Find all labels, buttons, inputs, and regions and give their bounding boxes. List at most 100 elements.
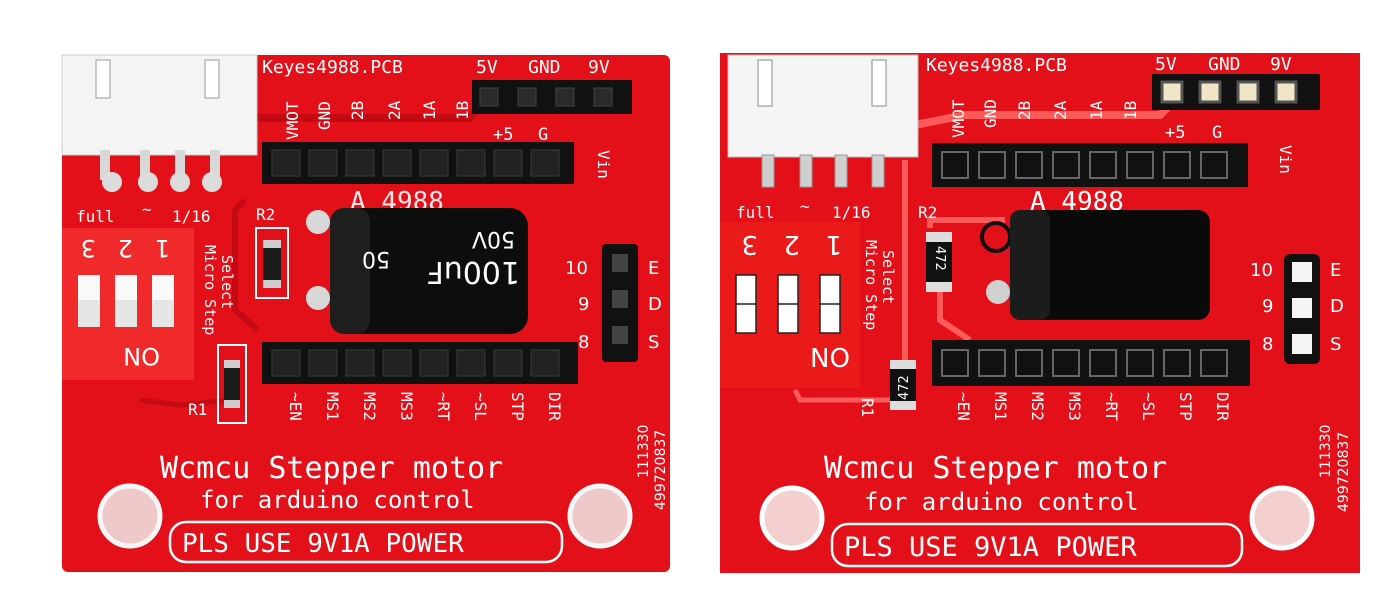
mounting-hole-right — [1249, 485, 1315, 551]
board-photo: Keyes4988.PCB 5V GND 9V VMOT GND 2B 2A 1… — [0, 0, 690, 609]
pin-label-sl: ~SL — [1139, 392, 1158, 421]
pin-label-1a: 1A — [420, 100, 439, 120]
pin-label-2a: 2A — [1051, 100, 1070, 120]
power-header — [1152, 74, 1320, 110]
pin-label-1b: 1B — [1121, 101, 1140, 120]
right-pin-header — [1284, 254, 1320, 364]
pin-label-vmot: VMOT — [283, 101, 302, 140]
pin-label-en: ~EN — [286, 392, 305, 421]
pin-label-2a: 2A — [385, 100, 404, 120]
switch-on-label: ON — [123, 342, 160, 370]
pin-label-ms3: MS3 — [397, 392, 416, 421]
pin-label-rt: ~RT — [434, 392, 453, 421]
pcb-trace — [937, 290, 972, 343]
right-pin-letter-e: E — [1330, 260, 1341, 281]
right-pin-number-8: 8 — [1262, 334, 1273, 355]
board-title: Wcmcu Stepper motor — [160, 451, 503, 486]
resistor-r1 — [890, 360, 916, 410]
board-title: Wcmcu Stepper motor — [824, 451, 1167, 486]
power-label-9v: 9V — [588, 57, 610, 78]
right-pin-letter-d: D — [1330, 296, 1344, 317]
right-pin-letter-d: D — [648, 294, 662, 315]
right-pin-number-10: 10 — [1250, 260, 1273, 281]
micro-step-label: Micro Step — [862, 240, 880, 330]
switch-on-label: ON — [810, 341, 850, 371]
right-pin-header — [602, 244, 638, 362]
power-label-5v: 5V — [1155, 54, 1177, 75]
resistor-r2 — [926, 232, 952, 292]
pin-label-ms1: MS1 — [991, 392, 1010, 421]
serial-number-2: 499720837 — [653, 430, 669, 510]
board-subtitle: for arduino control — [864, 488, 1139, 516]
pin-label-stp: STP — [508, 392, 527, 421]
step-label-tilde: ~ — [142, 200, 152, 219]
step-label-full: full — [736, 203, 775, 222]
power-note: PLS USE 9V1A POWER — [844, 532, 1137, 563]
r1-label: R1 — [858, 398, 877, 417]
pin-label-plus5: +5 — [1165, 123, 1185, 143]
mounting-hole-left — [97, 483, 163, 549]
pcb-trace — [927, 217, 1005, 228]
jst-connector — [727, 54, 919, 188]
dip-switch[interactable] — [720, 222, 860, 388]
resistor-r2-code: 472 — [932, 246, 947, 271]
capacitor — [306, 208, 528, 334]
right-pin-letter-s: S — [648, 332, 659, 353]
right-pin-number-10: 10 — [565, 258, 588, 279]
select-label: Select — [879, 250, 897, 304]
dip-switch[interactable] — [62, 228, 194, 380]
resistor-r2 — [255, 227, 289, 299]
capacitor-text-top: 50V — [472, 226, 515, 251]
right-pin-number-8: 8 — [578, 332, 589, 353]
r2-label: R2 — [918, 203, 937, 222]
resistor-r1 — [217, 344, 247, 424]
top-pin-header — [262, 142, 574, 184]
select-label: Select — [218, 255, 236, 309]
pcb-name-label: Keyes4988.PCB — [262, 57, 403, 78]
capacitor — [980, 210, 1210, 320]
pin-label-stp: STP — [1176, 392, 1195, 421]
pin-label-2b: 2B — [348, 101, 367, 120]
board-render: Keyes4988.PCB 5V GND 9V VMOT GND 2B 2A 1… — [700, 0, 1393, 609]
bottom-pin-header — [262, 342, 578, 384]
vin-label: Vin — [594, 150, 613, 179]
power-label-gnd: GND — [528, 57, 561, 78]
pin-label-ms3: MS3 — [1065, 392, 1084, 421]
mounting-hole-right — [567, 483, 633, 549]
pin-label-ms1: MS1 — [323, 392, 342, 421]
switch-number-1: 1 — [825, 229, 842, 259]
switch-number-3: 3 — [81, 234, 96, 262]
power-label-5v: 5V — [476, 57, 498, 78]
switch-number-3: 3 — [741, 229, 758, 259]
power-label-9v: 9V — [1270, 54, 1292, 75]
right-pin-number-9: 9 — [578, 294, 589, 315]
step-label-tilde: ~ — [800, 197, 810, 216]
step-label-16: 1/16 — [172, 207, 211, 226]
top-pin-header — [932, 143, 1248, 187]
r1-label: R1 — [188, 400, 207, 419]
serial-number-1: 111330 — [636, 425, 652, 478]
pin-label-ms2: MS2 — [1028, 392, 1047, 421]
mounting-hole-left — [759, 485, 825, 551]
switch-number-1: 1 — [155, 234, 170, 262]
pcb-trace — [792, 388, 890, 403]
board-subtitle: for arduino control — [200, 486, 475, 514]
r2-label: R2 — [256, 205, 275, 224]
resistor-r1-code: 472 — [897, 375, 912, 400]
right-pin-letter-s: S — [1330, 334, 1341, 355]
pin-label-gnd: GND — [315, 101, 334, 130]
capacitor-text-mid: 100uF — [426, 254, 520, 289]
right-pin-number-9: 9 — [1262, 296, 1273, 317]
power-note: PLS USE 9V1A POWER — [182, 529, 464, 559]
pcb-trace — [139, 397, 231, 408]
pin-label-sl: ~SL — [471, 392, 490, 421]
bottom-pin-header — [932, 340, 1250, 386]
pin-label-ms2: MS2 — [360, 392, 379, 421]
pin-label-g: G — [538, 125, 548, 145]
pin-label-1b: 1B — [453, 101, 472, 120]
pcb-trace — [232, 197, 260, 333]
pin-label-g: G — [1212, 123, 1222, 143]
switch-number-2: 2 — [783, 229, 800, 259]
jst-connector — [61, 54, 258, 192]
pin-label-rt: ~RT — [1102, 392, 1121, 421]
